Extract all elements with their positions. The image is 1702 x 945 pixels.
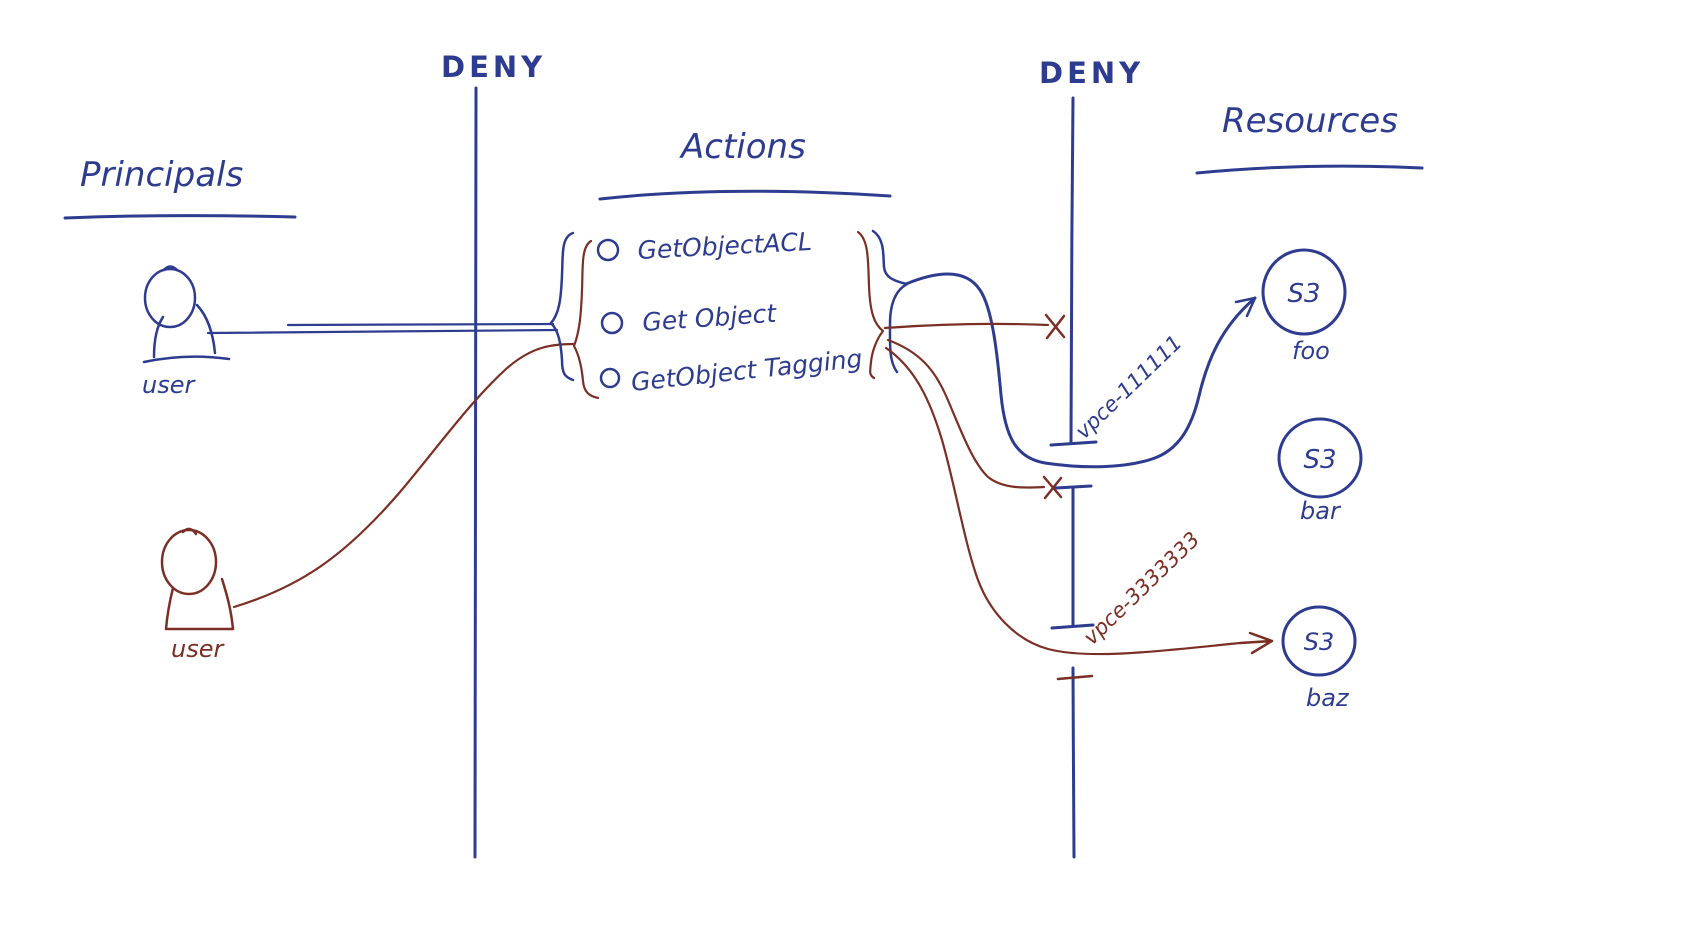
vpce-blue-label: vpce-111111 [1071, 330, 1187, 443]
vpce-maroon-label: vpce-3333333 [1079, 527, 1205, 649]
action-item-getobjectacl: GetObjectACL [596, 227, 813, 265]
principals-column: Principals user user [63, 155, 297, 663]
deny-wall-left: DENY [441, 50, 546, 859]
principals-heading: Principals [80, 155, 243, 195]
s3-service-label: S3 [1304, 628, 1335, 656]
user-body-left [152, 315, 165, 359]
user-head-notch [162, 265, 179, 272]
deny-right-segment-c [1071, 666, 1076, 859]
action-item-label: GetObjectACL [637, 227, 813, 265]
s3-service-label: S3 [1287, 279, 1320, 309]
actions-underline [598, 189, 892, 201]
resources-underline [1195, 164, 1424, 175]
resources-column: Resources S3 foo S3 bar S3 baz [1195, 101, 1424, 712]
flow-denied-lower [886, 338, 1063, 500]
arrow-head-icon [1238, 631, 1274, 655]
action-item-label: Get Object [641, 299, 778, 337]
deny-left-line [472, 86, 478, 859]
right-brace-maroon [856, 230, 885, 380]
user2-curve [232, 342, 576, 609]
arrow-head-icon [1234, 296, 1257, 318]
blue-flow-curve [904, 272, 1257, 469]
user-maroon-icon [160, 527, 235, 631]
bullet-circle-icon [600, 311, 624, 335]
flow-denied-upper [883, 313, 1066, 340]
user1-arm-line [206, 328, 559, 335]
maroon-curve-to-x [886, 338, 1046, 489]
bucket-name: foo [1292, 337, 1330, 365]
maroon-flow-curve [884, 346, 1242, 656]
deny-right-segment-a [1069, 96, 1075, 445]
bullet-circle-icon [599, 367, 621, 389]
user-blue-label: user [142, 371, 196, 399]
principals-underline [63, 214, 297, 220]
s3-bucket-circle-icon [1261, 248, 1347, 336]
user-body-right [195, 303, 217, 355]
user-head-notch [181, 527, 198, 536]
flow-user1-to-actions [206, 322, 559, 335]
s3-bucket-circle-icon [1277, 417, 1363, 499]
s3-bucket-foo: S3 foo [1261, 248, 1347, 365]
x-mark-icon [1042, 475, 1063, 500]
bullet-circle-icon [596, 238, 620, 262]
bucket-name: bar [1300, 497, 1342, 525]
user-blue-icon [142, 265, 231, 364]
actions-group: Actions GetObjectACL Get Object GetObjec… [549, 127, 909, 400]
s3-service-label: S3 [1303, 445, 1336, 475]
user1-arm-line-2 [286, 322, 555, 327]
action-item-label: GetObject Tagging [630, 344, 864, 397]
user-body-base [142, 355, 231, 364]
segment-b-end-bar [1050, 623, 1095, 630]
vpc-endpoint-maroon: vpce-3333333 [1079, 527, 1205, 649]
deny-wall-right: DENY [1039, 56, 1144, 859]
user-body [164, 577, 235, 631]
maroon-line-upper [883, 322, 1050, 330]
deny-left-label: DENY [441, 50, 546, 84]
segment-c-top-tick [1056, 674, 1094, 681]
deny-right-label: DENY [1039, 56, 1144, 90]
user-maroon-label: user [171, 635, 225, 663]
actions-heading: Actions [679, 127, 806, 167]
x-mark-icon [1044, 313, 1066, 340]
vpc-endpoint-blue: vpce-111111 [1071, 330, 1187, 443]
left-brace-blue [549, 231, 575, 382]
user-head [143, 267, 197, 329]
s3-bucket-circle-icon [1281, 605, 1357, 677]
flow-actions-to-baz [884, 346, 1274, 656]
s3-bucket-bar: S3 bar [1277, 417, 1363, 525]
bucket-name: baz [1306, 684, 1350, 712]
flow-user2-to-actions [232, 342, 576, 609]
left-brace-maroon [572, 239, 600, 400]
s3-bucket-baz: S3 baz [1281, 605, 1357, 712]
resources-heading: Resources [1222, 101, 1398, 141]
flow-actions-to-foo [904, 272, 1257, 469]
user-head [160, 528, 218, 596]
action-item-getobjecttagging: GetObject Tagging [599, 344, 864, 397]
segment-a-end-bar [1049, 440, 1098, 447]
action-item-getobject: Get Object [600, 299, 778, 337]
